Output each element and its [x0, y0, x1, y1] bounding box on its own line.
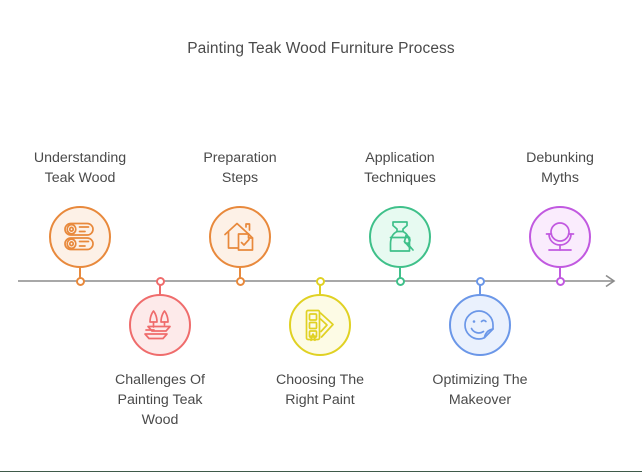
node-icon-bubble[interactable] [369, 206, 431, 268]
timeline-axis-dot[interactable] [235, 276, 245, 286]
timeline-axis-dot[interactable] [555, 276, 565, 286]
house-checklist-icon [220, 217, 260, 257]
timeline-axis-dot[interactable] [475, 276, 485, 286]
timeline-axis-dot[interactable] [315, 276, 325, 286]
node-label: Understanding Teak Wood [33, 150, 127, 186]
node-label: Optimizing The Makeover [432, 372, 528, 408]
paint-jar-brush-icon [380, 217, 420, 257]
node-connector-stem [239, 268, 241, 281]
timeline-axis-dot[interactable] [395, 276, 405, 286]
page-title: Painting Teak Wood Furniture Process [187, 40, 455, 57]
node-icon-bubble[interactable] [49, 206, 111, 268]
node-icon-bubble[interactable] [129, 294, 191, 356]
node-label: Debunking Myths [526, 150, 594, 186]
node-label: Challenges Of Painting Teak Wood [115, 372, 205, 428]
node-connector-stem [399, 268, 401, 281]
node-connector-stem [79, 268, 81, 281]
node-icon-bubble[interactable] [449, 294, 511, 356]
node-label: Preparation Steps [203, 150, 277, 186]
mirror-stand-icon [540, 217, 580, 257]
timeline-axis-dot[interactable] [75, 276, 85, 286]
node-connector-stem [479, 285, 481, 296]
color-swatch-icon [300, 305, 340, 345]
wood-grain-challenges-icon [140, 305, 180, 345]
winking-smiley-sticker-icon [460, 305, 500, 345]
node-icon-bubble[interactable] [289, 294, 351, 356]
node-connector-stem [319, 285, 321, 296]
timeline-axis-dot[interactable] [155, 276, 165, 286]
node-connector-stem [559, 268, 561, 281]
wood-logs-icon [60, 217, 100, 257]
node-icon-bubble[interactable] [209, 206, 271, 268]
node-label: Application Techniques [364, 150, 436, 186]
node-icon-bubble[interactable] [529, 206, 591, 268]
node-connector-stem [159, 285, 161, 296]
node-label: Choosing The Right Paint [275, 372, 365, 408]
